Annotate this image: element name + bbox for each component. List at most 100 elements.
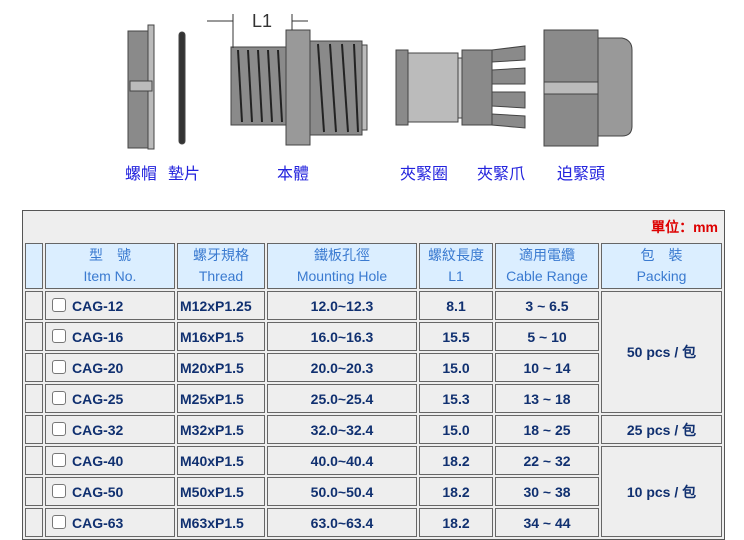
thread-cell: M32xP1.5 [177, 415, 265, 444]
header-item: 型 號 Item No. [45, 243, 175, 289]
select-checkbox[interactable] [52, 421, 66, 436]
l1-label: L1 [252, 11, 272, 31]
l1-cell: 18.2 [419, 446, 493, 475]
item-cell: CAG-40 [45, 446, 175, 475]
packing-cell: 25 pcs / 包 [601, 415, 722, 444]
item-no: CAG-32 [72, 421, 124, 438]
thread-cell: M20xP1.5 [177, 353, 265, 382]
cable-cell: 5 ~ 10 [495, 322, 599, 351]
table-row: CAG-16 M16xP1.5 16.0~16.3 15.5 5 ~ 10 [25, 322, 722, 351]
thread-cell: M12xP1.25 [177, 291, 265, 320]
select-checkbox[interactable] [52, 297, 66, 312]
table-row: CAG-63 M63xP1.5 63.0~63.4 18.2 34 ~ 44 [25, 508, 722, 537]
item-cell: CAG-12 [45, 291, 175, 320]
header-en: Mounting Hole [296, 268, 388, 284]
hole-cell: 12.0~12.3 [267, 291, 417, 320]
l1-cell: 15.5 [419, 322, 493, 351]
hole-cell: 20.0~20.3 [267, 353, 417, 382]
part-label-clamp-claw: 夾緊爪 [477, 164, 526, 183]
item-cell: CAG-63 [45, 508, 175, 537]
item-no: CAG-20 [72, 359, 124, 376]
header-blank [25, 243, 43, 289]
clamp-ring-part [395, 49, 467, 126]
hole-cell: 16.0~16.3 [267, 322, 417, 351]
header-en: Thread [198, 268, 244, 284]
header-cable: 適用電纜 Cable Range [495, 243, 599, 289]
header-zh: 螺紋長度 [428, 247, 484, 263]
row-blank [25, 446, 43, 475]
row-blank [25, 508, 43, 537]
select-checkbox[interactable] [52, 390, 66, 405]
item-no: CAG-25 [72, 390, 124, 407]
header-hole: 鐵板孔徑 Mounting Hole [267, 243, 417, 289]
row-blank [25, 353, 43, 382]
hole-cell: 32.0~32.4 [267, 415, 417, 444]
cable-cell: 22 ~ 32 [495, 446, 599, 475]
header-en: L1 [448, 268, 464, 284]
cable-cell: 3 ~ 6.5 [495, 291, 599, 320]
cable-cell: 13 ~ 18 [495, 384, 599, 413]
l1-dimension: L1 [207, 11, 308, 48]
thread-cell: M63xP1.5 [177, 508, 265, 537]
header-l1: 螺紋長度 L1 [419, 243, 493, 289]
header-zh: 適用電纜 [519, 247, 575, 263]
item-no: CAG-40 [72, 452, 124, 469]
header-en: Item No. [83, 268, 137, 284]
cable-cell: 18 ~ 25 [495, 415, 599, 444]
item-no: CAG-16 [72, 328, 124, 345]
select-checkbox[interactable] [52, 359, 66, 374]
table-row: CAG-25 M25xP1.5 25.0~25.4 15.3 13 ~ 18 [25, 384, 722, 413]
select-checkbox[interactable] [52, 483, 66, 498]
part-label-nut: 螺帽 [125, 164, 158, 183]
item-cell: CAG-32 [45, 415, 175, 444]
l1-cell: 15.0 [419, 415, 493, 444]
item-cell: CAG-25 [45, 384, 175, 413]
header-zh: 包 裝 [640, 247, 683, 263]
l1-cell: 15.0 [419, 353, 493, 382]
item-no: CAG-12 [72, 297, 124, 314]
row-blank [25, 291, 43, 320]
part-label-washer: 墊片 [168, 164, 201, 183]
header-zh: 鐵板孔徑 [314, 247, 370, 263]
sealing-cap-part [543, 29, 633, 147]
l1-cell: 8.1 [419, 291, 493, 320]
l1-cell: 18.2 [419, 508, 493, 537]
clamp-claw-part [461, 45, 526, 129]
thread-cell: M16xP1.5 [177, 322, 265, 351]
item-cell: CAG-50 [45, 477, 175, 506]
hole-cell: 40.0~40.4 [267, 446, 417, 475]
table-row: CAG-50 M50xP1.5 50.0~50.4 18.2 30 ~ 38 [25, 477, 722, 506]
packing-cell: 50 pcs / 包 [601, 291, 722, 413]
select-checkbox[interactable] [52, 328, 66, 343]
thread-cell: M40xP1.5 [177, 446, 265, 475]
thread-cell: M25xP1.5 [177, 384, 265, 413]
part-label-body: 本體 [277, 164, 310, 183]
body-part [230, 29, 368, 146]
hole-cell: 25.0~25.4 [267, 384, 417, 413]
hole-cell: 63.0~63.4 [267, 508, 417, 537]
row-blank [25, 477, 43, 506]
l1-cell: 18.2 [419, 477, 493, 506]
table-row: CAG-20 M20xP1.5 20.0~20.3 15.0 10 ~ 14 [25, 353, 722, 382]
washer-part [178, 31, 186, 145]
item-cell: CAG-16 [45, 322, 175, 351]
header-zh: 型 號 [89, 247, 131, 263]
packing-cell: 10 pcs / 包 [601, 446, 722, 537]
select-checkbox[interactable] [52, 514, 66, 529]
row-blank [25, 322, 43, 351]
header-en: Cable Range [506, 268, 588, 284]
cable-gland-exploded-diagram: L1 [127, 11, 633, 150]
unit-label: 單位：mm [25, 213, 722, 241]
cable-cell: 34 ~ 44 [495, 508, 599, 537]
nut-part [127, 24, 155, 150]
hole-cell: 50.0~50.4 [267, 477, 417, 506]
cable-cell: 10 ~ 14 [495, 353, 599, 382]
select-checkbox[interactable] [52, 452, 66, 467]
